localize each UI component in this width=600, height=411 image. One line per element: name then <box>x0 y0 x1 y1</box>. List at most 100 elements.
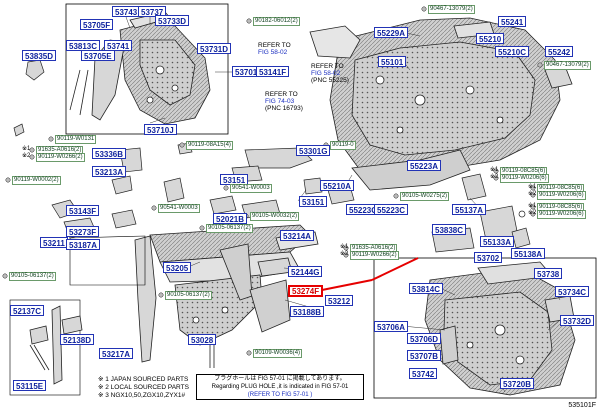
part-label-55241[interactable]: 55241 <box>498 16 527 27</box>
part-label-53301g[interactable]: 53301G <box>296 145 331 156</box>
fastener-label-90467-13079[interactable]: 90467-13079(2) <box>544 61 591 70</box>
part-label-53273f[interactable]: 53273F <box>66 226 100 237</box>
part-label-53213a[interactable]: 53213A <box>92 166 127 177</box>
source-marker: ※1 <box>340 244 349 250</box>
figure-link[interactable]: FIG 58-02 <box>311 70 341 77</box>
part-label-53115e[interactable]: 53115E <box>13 380 47 391</box>
part-label-52137c[interactable]: 52137C <box>10 305 45 316</box>
part-label-55223c[interactable]: 55223C <box>374 204 409 215</box>
part-label-53733d[interactable]: 53733D <box>155 15 190 26</box>
part-label-55210[interactable]: 55210 <box>476 33 505 44</box>
part-label-53705e[interactable]: 53705E <box>81 50 115 61</box>
part-label-55223a[interactable]: 55223A <box>407 160 442 171</box>
part-label-52138d[interactable]: 52138D <box>60 334 95 345</box>
part-label-53720b[interactable]: 53720B <box>500 378 535 389</box>
refer-text: (PNC 16793) <box>265 105 303 112</box>
front-apron-lower <box>424 261 576 396</box>
bolt-icon <box>29 154 35 160</box>
plug-hole-note-box <box>196 374 364 400</box>
part-label-53738[interactable]: 53738 <box>534 268 563 279</box>
part-label-53205[interactable]: 53205 <box>163 262 192 273</box>
part-label-53742[interactable]: 53742 <box>409 368 438 379</box>
part-label-53187a[interactable]: 53187A <box>66 239 101 250</box>
source-marker: ※2 <box>340 251 349 257</box>
bolt-icon <box>421 6 427 12</box>
footnote-1: ※ 1 JAPAN SOURCED PARTS <box>98 376 189 383</box>
part-label-55242[interactable]: 55242 <box>545 46 574 57</box>
part-label-53702[interactable]: 53702 <box>474 252 503 263</box>
bolt-icon <box>530 185 536 191</box>
part-label-52021b[interactable]: 52021B <box>213 213 248 224</box>
fastener-label-90119-w0131[interactable]: 90119-W0131 <box>55 135 97 144</box>
bolt-icon <box>537 62 543 68</box>
part-label-53188b[interactable]: 53188B <box>290 306 325 317</box>
fastener-label-90467-13079[interactable]: 90467-13079(2) <box>428 5 475 14</box>
figure-link[interactable]: FIG 58-02 <box>258 49 288 56</box>
fastener-label-90109-w0036[interactable]: 90109-W0036(4) <box>253 349 303 358</box>
part-label-53151[interactable]: 53151 <box>299 196 328 207</box>
part-label-53705f[interactable]: 53705F <box>80 19 114 30</box>
part-label-55210c[interactable]: 55210C <box>495 46 530 57</box>
bolt-icon <box>151 205 157 211</box>
bolt-icon <box>2 273 8 279</box>
part-label-55229a[interactable]: 55229A <box>374 27 409 38</box>
fastener-label-90541-w0003[interactable]: 90541-W0003 <box>158 204 200 213</box>
fastener-label-90119-w0206[interactable]: 90119-W0206(6) <box>537 191 586 200</box>
fastener-label-90105-w0275[interactable]: 90105-W0275(2) <box>400 192 450 201</box>
part-label-53707b[interactable]: 53707B <box>407 350 442 361</box>
part-label-53706a[interactable]: 53706A <box>374 321 409 332</box>
fastener-label-90119-w0206[interactable]: 90119-W0206(6) <box>537 210 586 219</box>
fastener-label-90119-08a15[interactable]: 90119-08A15(4) <box>186 141 233 150</box>
fastener-label-90119-w0206[interactable]: 90119-W0206(6) <box>500 174 549 183</box>
fastener-label-90119-w0266[interactable]: 90119-W0266(2) <box>350 251 399 260</box>
part-label-53214a[interactable]: 53214A <box>280 230 315 241</box>
fastener-label-90105-06137[interactable]: 90105-06137(2) <box>206 224 253 233</box>
refer-text: REFER TO <box>258 42 291 49</box>
part-label-52144g[interactable]: 52144G <box>288 266 323 277</box>
part-label-53741[interactable]: 53741 <box>104 40 133 51</box>
fastener-label-90119-w0266[interactable]: 90119-W0266(2) <box>36 153 85 162</box>
plug-note-english: Regarding PLUG HOLE ,it is indicated in … <box>211 384 349 390</box>
bolt-icon <box>493 175 499 181</box>
part-label-53706d[interactable]: 53706D <box>407 333 442 344</box>
highlight-arrow <box>321 257 419 291</box>
bolt-icon <box>530 192 536 198</box>
part-label-55101[interactable]: 55101 <box>378 56 407 67</box>
part-label-53732d[interactable]: 53732D <box>560 315 595 326</box>
fastener-label-90105-w0032[interactable]: 90105-W0032(2) <box>250 212 300 221</box>
lower-left-rails <box>29 305 83 385</box>
part-label-53028[interactable]: 53028 <box>188 334 217 345</box>
fastener-label-90541-w0003[interactable]: 90541-W0003 <box>230 184 272 193</box>
part-label-53710j[interactable]: 53710J <box>144 124 177 135</box>
fastener-label-90105-06137[interactable]: 90105-06137(2) <box>165 291 212 300</box>
part-label-55210a[interactable]: 55210A <box>320 180 355 191</box>
fastener-label-90119-w0002[interactable]: 90119-W0002(2) <box>12 176 61 185</box>
fastener-label-90182-06012[interactable]: 90182-06012(2) <box>253 17 300 26</box>
source-marker: ※2 <box>22 153 31 159</box>
fastener-label-90105-06137[interactable]: 90105-06137(2) <box>9 272 56 281</box>
figure-link[interactable]: FIG 74-03 <box>265 98 295 105</box>
part-label-53274f[interactable]: 53274F <box>288 285 324 297</box>
part-label-53212[interactable]: 53212 <box>325 295 354 306</box>
part-label-55133a[interactable]: 55133A <box>480 236 515 247</box>
part-label-53731d[interactable]: 53731D <box>197 43 232 54</box>
part-label-53143f[interactable]: 53143F <box>66 205 100 216</box>
bolt-icon <box>530 204 536 210</box>
part-label-53336b[interactable]: 53336B <box>92 148 127 159</box>
fastener-label-90119-0[interactable]: 90119-0 <box>330 141 356 150</box>
part-label-53734c[interactable]: 53734C <box>555 286 590 297</box>
part-label-53211[interactable]: 53211 <box>40 237 68 248</box>
part-label-53217a[interactable]: 53217A <box>99 348 134 359</box>
part-label-55137a[interactable]: 55137A <box>452 204 487 215</box>
part-label-53838c[interactable]: 53838C <box>432 224 467 235</box>
part-label-53743[interactable]: 53743 <box>112 6 141 17</box>
part-label-55138a[interactable]: 55138A <box>511 248 546 259</box>
part-label-53737[interactable]: 53737 <box>138 6 167 17</box>
plug-note-japanese: プラグホールは FIG 57-01 に掲載してあります。 <box>214 376 346 382</box>
part-label-53814c[interactable]: 53814C <box>409 283 444 294</box>
part-label-53835d[interactable]: 53835D <box>22 50 57 61</box>
part-label-53141f[interactable]: 53141F <box>256 66 290 77</box>
